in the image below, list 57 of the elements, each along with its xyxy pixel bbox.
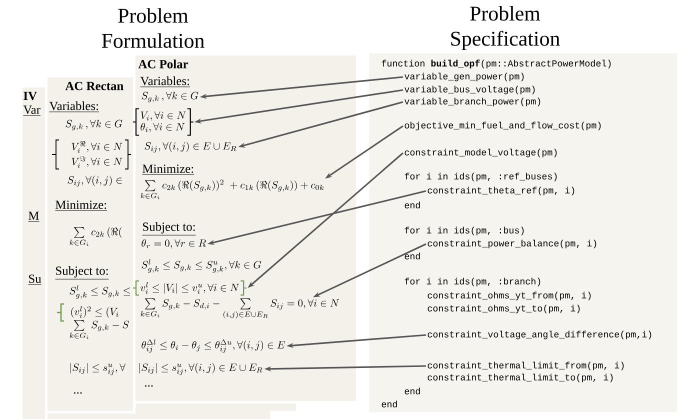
formula: $S_{g,k}^l\le S_{g,k}\le S_{g,k}^u,\forall k\in G$ [142,259,262,273]
card-title: AC Polar [138,60,188,68]
code-line: constraint_model_voltage(pm) [404,148,557,158]
code-line: constraint_thermal_limit_from(pm, i) [428,362,624,370]
formula: $|S_{ij}|\le s_{ij}^u,\forall(i,j)\in E\cup E_R$ [139,362,262,376]
ellipsis: ... [145,385,153,387]
section-heading: Variables: [140,76,190,88]
formula: $\sum\limits_{k\in G_i} c_{2k}\,(\Re(S_{g,k}))^2\;+c_{1k}\,(\Re(S_{g,k}))+c_{0k}$ [140,180,324,200]
section-heading: Var [22,106,41,116]
section-heading: Su [28,274,42,285]
code-line: for i in ids(pm, :bus) [404,226,524,236]
code-line: constraint_theta_ref(pm, i) [428,186,574,196]
section-heading: Minimize: [142,164,194,175]
code-line: constraint_ohms_yt_from(pm, i) [428,292,591,300]
formula: $S_{ij},\forall(i,j)\in$ [68,176,122,186]
bracketed-formula: $V_i,\forall i\in N$ $\theta_i,\forall i\in N$ [132,108,194,136]
section-heading: Subject to: [54,266,110,280]
code-line: end [404,388,420,394]
card-title: AC Rectan [65,82,124,90]
formula: $S_{g,k}\,,\forall k\in G$ [142,92,198,102]
code-line: end [404,202,420,208]
formula: $\theta_{ij}^{\Delta l}\le\theta_i-\theta_j\le\theta_{ij}^{\Delta u},\forall(i,j)\in E$ [142,339,285,353]
formula: $(v_i^l)^2\le(V_i$ [71,306,118,318]
section-heading: Subject to: [142,222,196,236]
section-heading: M [28,212,40,222]
formula: $\sum\limits_{k\in G_i} c_{2k}\,(\Re($ [70,227,122,246]
column-title: Problem Specification [451,6,560,50]
code-line: function build_opf(pm::AbstractPowerModel) [382,60,611,68]
formula: $\sum\limits_{k\in G_i} S_{g,k}-S$ [70,320,129,339]
ellipsis: ... [74,392,82,394]
formula: $V_i^{\Re},\forall i\in N$ [72,141,122,153]
formula: $\sum\limits_{k\in G_i} S_{g,k}-S_{d,i}-\sum\limits_{(i,j)\in E\cup E_R} S_{ij}=0,\forall i\in N$ [140,298,340,318]
column-title: Problem Formulation [102,8,204,48]
code-line: variable_gen_power(pm) [404,72,524,82]
code-line: end [382,400,397,408]
code-line: constraint_thermal_limit_to(pm, i) [428,374,613,382]
bracketed-formula: $v_i^l\le|V_i|\le v_i^u,\forall i\in N$ [132,280,248,296]
formula: $|S_{ij}|\le s_{ij}^u,\forall$ [70,362,126,376]
code-line: constraint_power_balance(pm, i) [428,240,596,248]
code-line: for i in ids(pm, :ref_buses) [404,172,557,182]
formula: $S_{g,k}\,,\forall k\in G$ [66,120,122,130]
code-line: variable_bus_voltage(pm) [404,86,535,94]
code-line: variable_branch_power(pm) [404,98,540,106]
section-heading: Minimize: [54,200,108,211]
section-heading: Variables: [48,101,100,112]
formula: $V_i^{\Im},\forall i\in N$ [72,156,122,168]
code-line: constraint_ohms_yt_to(pm, i) [428,304,580,314]
card-title: IV [24,92,37,100]
code-line: objective_min_fuel_and_flow_cost(pm) [404,122,601,130]
code-line: for i in ids(pm, :branch) [404,278,540,286]
code-panel [369,53,678,412]
code-line: constraint_voltage_angle_difference(pm,i) [428,330,652,340]
formula: $S_{g,k}^l\le S_{g,k}\le$ [70,285,130,299]
formula: $S_{ij},\forall(i,j)\in E\cup E_R$ [144,142,236,152]
formula: $\theta_r=0,\forall r\in R$ [142,239,206,249]
code-line: end [404,252,420,260]
formulation-card [20,85,48,419]
